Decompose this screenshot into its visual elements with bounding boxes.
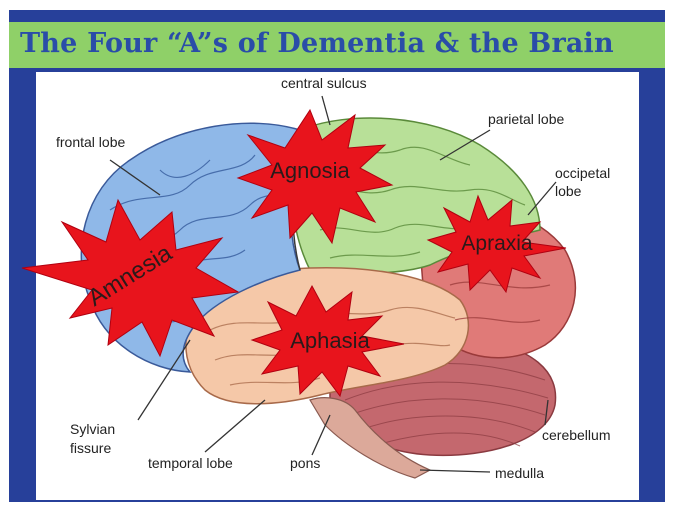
label-pons: pons [290,455,320,471]
label-occipetal-line2: lobe [555,183,582,199]
label-cerebellum: cerebellum [542,427,610,443]
label-sylvian-line2: fissure [70,440,111,456]
burst-agnosia-label: Agnosia [270,158,350,183]
label-frontal-lobe: frontal lobe [56,134,125,150]
label-sylvian-line1: Sylvian [70,421,115,437]
label-parietal-lobe: parietal lobe [488,111,564,127]
label-temporal-lobe: temporal lobe [148,455,233,471]
label-central-sulcus: central sulcus [281,75,367,91]
burst-aphasia-label: Aphasia [290,328,370,353]
burst-apraxia-label: Apraxia [461,232,533,255]
label-medulla: medulla [495,465,544,481]
label-occipetal-line1: occipetal [555,165,610,181]
